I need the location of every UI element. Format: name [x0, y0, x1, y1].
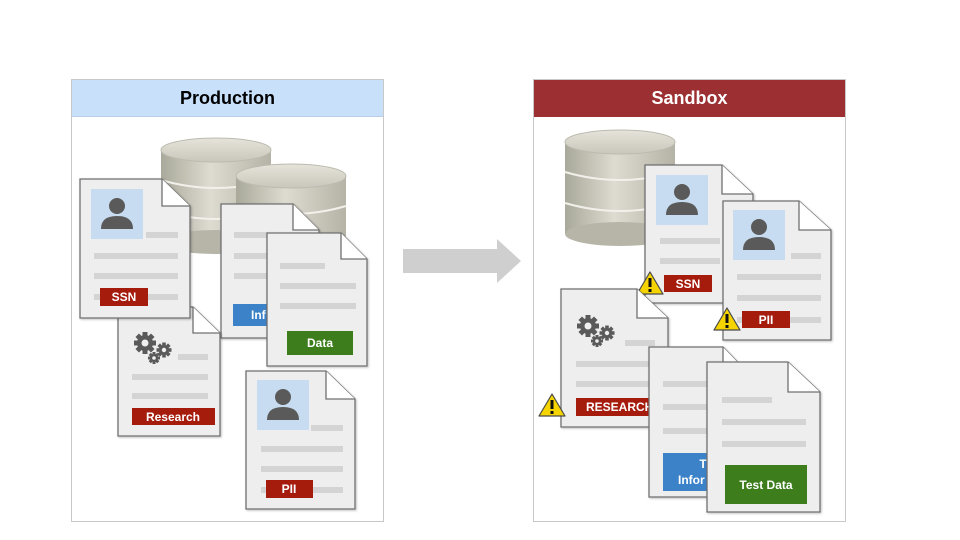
production-research-document: Research [117, 306, 221, 437]
sandbox-info-label-1: T [699, 457, 707, 471]
production-data-label: Data [307, 336, 333, 350]
sandbox-ssn-label: SSN [676, 277, 701, 291]
sandbox-test-data-label: Test Data [739, 478, 792, 492]
sandbox-research-document: RESEARCH [560, 288, 669, 428]
production-pii-label: PII [282, 482, 297, 496]
production-pii-document: PII [245, 370, 356, 510]
production-ssn-label: SSN [112, 290, 137, 304]
sandbox-research-label: RESEARCH [586, 400, 653, 414]
person-icon [257, 380, 309, 430]
production-data-document: Data [266, 232, 368, 367]
production-title: Production [72, 80, 383, 117]
sandbox-info-label-2: Infor [678, 473, 705, 487]
sandbox-pii-document: PII [722, 200, 832, 341]
person-icon [733, 210, 785, 260]
person-icon [91, 189, 143, 239]
production-research-label: Research [146, 410, 200, 424]
sandbox-pii-label: PII [759, 313, 774, 327]
sandbox-test-data-document: Test Data [706, 361, 821, 513]
production-info-label: Inf [251, 308, 267, 322]
person-icon [656, 175, 708, 225]
production-ssn-document: SSN [79, 178, 191, 319]
arrow-right-icon [403, 239, 521, 283]
sandbox-title: Sandbox [534, 80, 845, 117]
